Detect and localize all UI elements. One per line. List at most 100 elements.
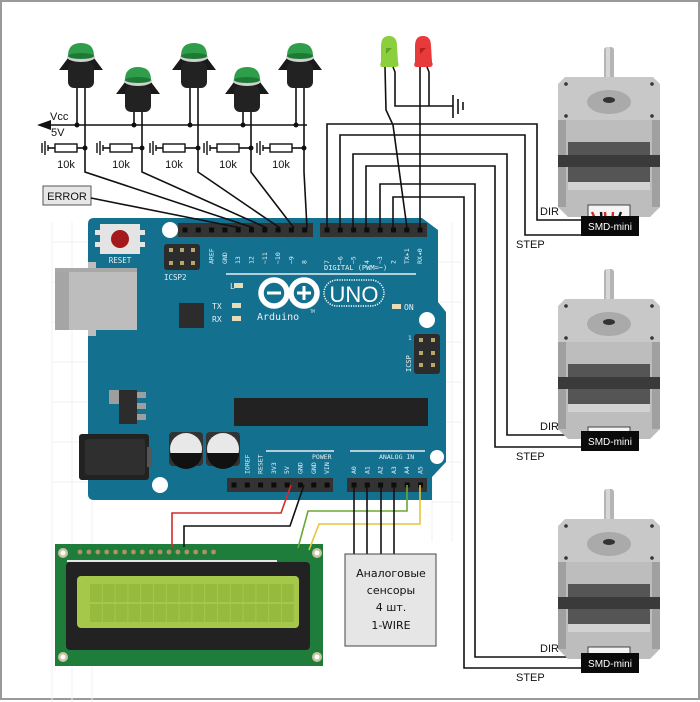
header-pin[interactable] — [244, 482, 250, 488]
icsp2-label: ICSP2 — [164, 273, 187, 282]
lcd-pin — [193, 549, 199, 555]
header-pin[interactable] — [222, 227, 228, 233]
header-pin[interactable] — [324, 227, 330, 233]
lcd-cell — [128, 584, 141, 602]
pin-label: GND — [310, 462, 318, 474]
lcd-cell — [154, 604, 166, 622]
lcd-wires — [171, 484, 421, 551]
lcd-cell — [141, 604, 153, 622]
pin-label: ~3 — [376, 256, 384, 264]
lcd-cell — [179, 604, 192, 622]
icsp-pin1: 1 — [408, 335, 412, 342]
digital-label: DIGITAL (PWM=~) — [324, 264, 387, 272]
header-pin[interactable] — [235, 227, 241, 233]
header-pin[interactable] — [377, 227, 383, 233]
header-pin[interactable] — [298, 482, 303, 488]
pin-label: A1 — [363, 466, 371, 474]
resistor-value: 10k — [112, 159, 130, 171]
resistor-value: 10k — [165, 159, 183, 171]
atmega-chip — [234, 398, 428, 426]
pulldown-resistor: 10k — [96, 141, 142, 171]
lcd-cell — [90, 584, 102, 602]
wire-gnd — [183, 484, 305, 547]
header-pin[interactable] — [351, 227, 357, 233]
status-leds — [380, 36, 464, 126]
pulldown-resistor: 10k — [256, 141, 304, 171]
header-pin[interactable] — [391, 227, 396, 233]
pin-label: A2 — [377, 466, 385, 474]
smd-mini-driver: SMD-mini — [581, 653, 639, 673]
button-4[interactable] — [225, 67, 269, 151]
button-1[interactable] — [59, 43, 103, 151]
stepper-motors: SMD-miniDIRSTEPSMD-miniDIRSTEPSMD-miniDI… — [516, 47, 660, 684]
led-on-label: ON — [404, 303, 414, 312]
header-pin[interactable] — [182, 227, 188, 233]
lcd-cell — [115, 604, 128, 622]
header-pin[interactable] — [209, 227, 215, 233]
button-signal-wire — [303, 148, 308, 229]
header-pin[interactable] — [231, 482, 237, 488]
lcd-cell — [256, 604, 269, 622]
brand-label: Arduino — [257, 312, 299, 323]
header-pin[interactable] — [284, 482, 290, 488]
header-pin[interactable] — [258, 482, 264, 488]
lcd-pin — [104, 549, 110, 555]
digital-wires — [326, 123, 585, 669]
header-pin[interactable] — [275, 227, 281, 233]
header-pin[interactable] — [364, 227, 370, 233]
lcd-cell — [282, 604, 294, 622]
lcd-cell — [192, 604, 205, 622]
lcd-cell — [115, 584, 128, 602]
button-2[interactable] — [116, 67, 160, 151]
header-pin[interactable] — [311, 482, 317, 488]
icsp2-header — [164, 244, 200, 270]
pin-label: 12 — [248, 256, 256, 264]
header-pin[interactable] — [288, 227, 294, 233]
header-pin[interactable] — [404, 227, 410, 233]
sensors-line-2: сенсоры — [367, 584, 415, 597]
lcd-pin — [122, 549, 127, 555]
lcd-cell — [269, 584, 281, 602]
lcd-cell — [243, 584, 256, 602]
sensors-line-3: 4 шт. — [376, 601, 406, 614]
pin-label: 13 — [234, 256, 242, 264]
arrow-left-icon — [37, 120, 51, 130]
header-pin[interactable] — [417, 227, 423, 233]
lcd-pin — [139, 549, 145, 555]
lcd-cell — [128, 604, 141, 622]
sensors-line-1: Аналоговые — [356, 567, 426, 580]
analog-label: ANALOG IN — [379, 453, 414, 461]
led-l-label: L — [230, 282, 235, 291]
button-5[interactable] — [278, 43, 322, 151]
header-pin[interactable] — [302, 227, 308, 233]
led-on — [392, 304, 401, 309]
lcd-pin — [157, 549, 163, 555]
pin-label: RX◂0 — [416, 248, 424, 264]
button-3[interactable] — [172, 43, 216, 151]
resistor-value: 10k — [57, 159, 75, 171]
usb-connector — [55, 262, 137, 336]
led-tx-label: TX — [212, 302, 222, 311]
reset-button[interactable] — [95, 224, 145, 254]
lcd-cell — [192, 584, 205, 602]
driver-label: SMD-mini — [588, 659, 632, 670]
header-pin[interactable] — [337, 227, 343, 233]
header-pin[interactable] — [262, 227, 268, 233]
mount-hole — [430, 450, 444, 464]
header-pin[interactable] — [195, 227, 201, 233]
pin-label: VIN — [323, 462, 331, 474]
pin-label: ~10 — [274, 252, 282, 264]
header-pin[interactable] — [249, 227, 254, 233]
header-pin[interactable] — [324, 482, 330, 488]
header-pin[interactable] — [271, 482, 277, 488]
pin-label: 2 — [390, 260, 398, 264]
pin-label: 4 — [363, 260, 371, 264]
analog-header — [347, 478, 427, 492]
pin-label: RESET — [257, 454, 265, 474]
lcd-pin — [211, 549, 216, 555]
lcd-cell — [179, 584, 192, 602]
